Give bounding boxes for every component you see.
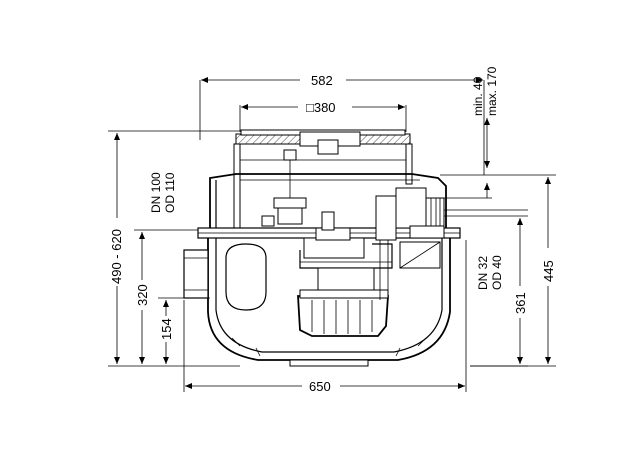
dim-154-label: 154: [159, 318, 174, 340]
dimension-380: □380: [239, 100, 407, 132]
dim-361-label: 361: [513, 292, 528, 314]
dimension-min-max: min. 40 max. 170: [440, 66, 499, 199]
dim-320-label: 320: [135, 284, 150, 306]
inlet-od-label: OD 110: [163, 172, 177, 213]
dimension-490-620: 490 - 620: [108, 130, 240, 367]
dimension-582: 582: [199, 73, 485, 175]
outlet-dn-label: DN 32: [476, 256, 490, 290]
dimension-outlet-dn: DN 32 OD 40: [440, 209, 528, 290]
tank-body: [183, 129, 461, 367]
dim-490-620-label: 490 - 620: [109, 229, 124, 284]
dim-max-label: max. 170: [485, 66, 499, 116]
dim-650-label: 650: [309, 379, 331, 394]
outlet-od-label: OD 40: [490, 255, 504, 290]
dim-582-label: 582: [311, 73, 333, 88]
dimension-445: 445: [440, 174, 556, 367]
dimension-320: 320: [134, 229, 210, 364]
dim-min-label: min. 40: [471, 76, 485, 116]
inlet-dn-label: DN 100: [149, 172, 163, 213]
dim-445-label: 445: [541, 260, 556, 282]
dim-380-label: □380: [306, 100, 336, 115]
dimension-inlet-dn: DN 100 OD 110: [149, 172, 177, 213]
dimension-650: 650: [183, 240, 467, 394]
